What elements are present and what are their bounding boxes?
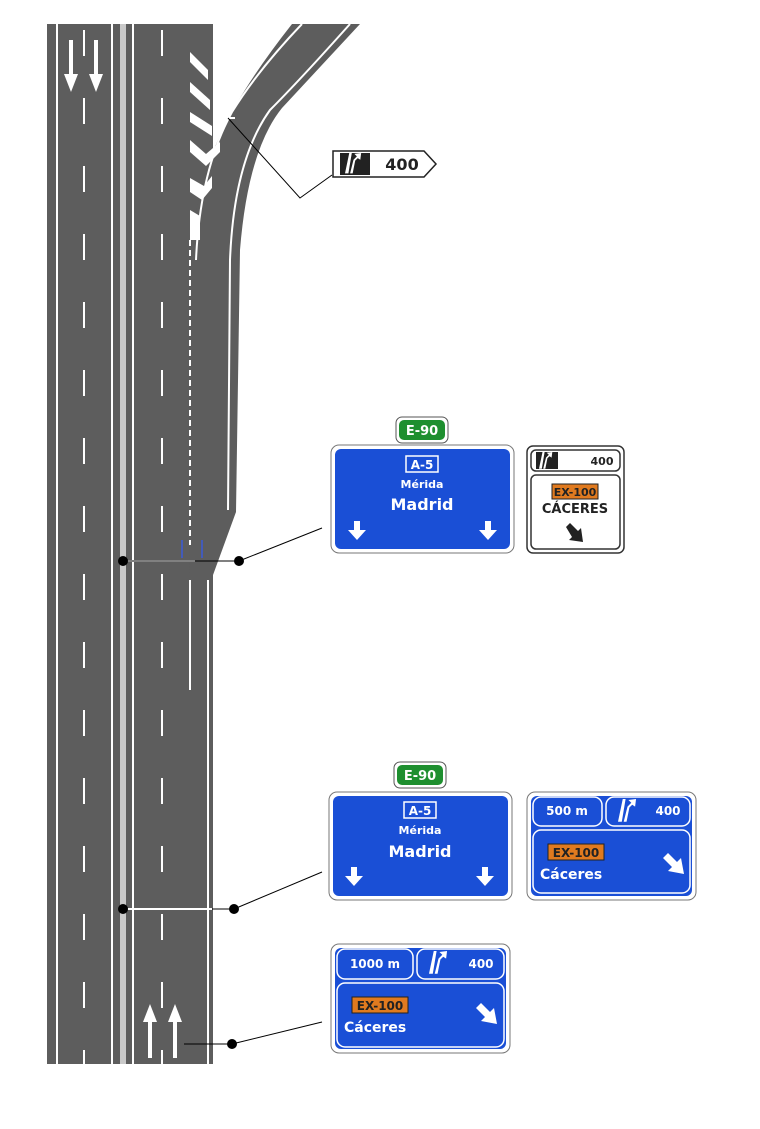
median-strip [120, 24, 126, 1064]
exit-route-label: EX-100 [357, 999, 404, 1013]
exit-destination-label: Cáceres [344, 1020, 406, 1036]
exit-destination-label: Cáceres [540, 867, 602, 883]
advance-distance-label: 1000 m [350, 957, 400, 971]
main-route-label: A-5 [411, 458, 434, 472]
main-destination-label: Madrid [391, 495, 454, 514]
exit-destination-label: CÁCERES [542, 501, 608, 517]
lane-arrows-top [64, 40, 103, 92]
gore-chevrons [190, 52, 220, 240]
euro-route-badge: E-90 [404, 769, 436, 784]
gantry-1: E-90 A-5 Mérida Madrid 400 EX-100 CÁCERE… [330, 416, 625, 554]
down-arrow-icon [345, 867, 363, 886]
down-arrow-icon [476, 867, 494, 886]
down-right-arrow-icon [566, 523, 583, 542]
exit-route-label: EX-100 [553, 846, 600, 860]
road-plan [47, 23, 360, 1064]
down-arrow-icon [479, 521, 497, 540]
gantry-2: E-90 A-5 Mérida Madrid 500 m 400 EX-100 … [328, 761, 697, 901]
exit-distance-label: 400 [468, 957, 493, 971]
roadside-sign-post [214, 112, 235, 124]
euro-route-badge: E-90 [406, 424, 438, 439]
marker-distance: 400 [385, 155, 418, 174]
exit-route-label: EX-100 [554, 486, 597, 499]
main-via-label: Mérida [401, 478, 444, 491]
main-route-label: A-5 [409, 804, 432, 818]
exit-distance-label: 400 [655, 804, 680, 818]
main-via-label: Mérida [399, 824, 442, 837]
down-arrow-icon [348, 521, 366, 540]
main-destination-label: Madrid [389, 842, 452, 861]
exit-ramp [188, 24, 360, 575]
advance-distance-label: 500 m [546, 804, 588, 818]
exit-distance-label: 400 [591, 455, 614, 468]
leader-lines [118, 117, 333, 1049]
down-right-arrow-icon [663, 853, 684, 874]
advance-sign: 1000 m 400 EX-100 Cáceres [330, 943, 511, 1054]
lane-arrows-bottom [143, 1004, 182, 1058]
main-carriageway [47, 24, 213, 1064]
down-right-arrow-icon [476, 1003, 497, 1024]
roadside-exit-marker: 400 [332, 150, 438, 178]
